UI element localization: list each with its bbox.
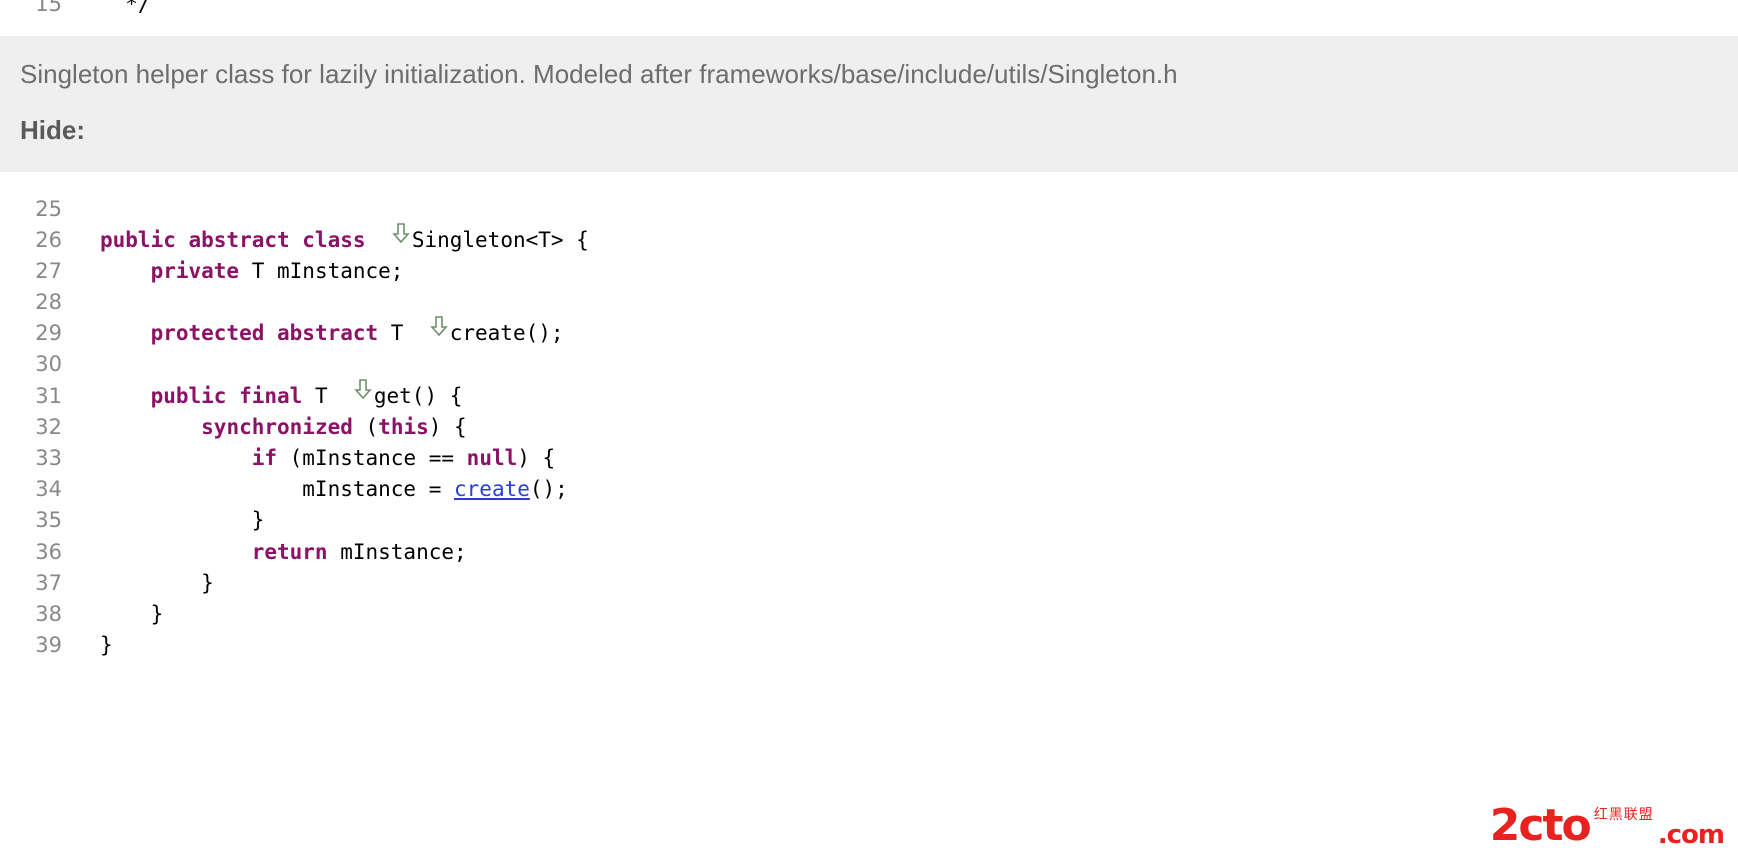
down-arrow-icon [391, 222, 411, 249]
javadoc-banner: Singleton helper class for lazily initia… [0, 36, 1738, 172]
line-number: 39 [35, 633, 62, 658]
watermark-tld: .com [1657, 820, 1725, 850]
line-number: 37 [35, 570, 62, 595]
code-text [100, 259, 151, 283]
code-line[interactable]: 30 [0, 349, 1738, 380]
line-number: 35 [35, 508, 62, 533]
code-line[interactable]: 38 } [0, 599, 1738, 630]
code-line[interactable]: 28 [0, 287, 1738, 318]
code-line[interactable]: 29 protected abstract T create(); [0, 316, 1738, 349]
code-text: create(); [449, 321, 564, 346]
line-content[interactable]: if (mInstance == null) { [100, 443, 1738, 474]
code-text: (mInstance == [277, 446, 467, 470]
code-link[interactable]: create [454, 477, 530, 502]
code-line[interactable]: 25 [0, 194, 1738, 225]
line-content[interactable]: } [100, 568, 1738, 599]
code-line[interactable]: 15 */ [0, 0, 1738, 20]
line-content[interactable]: public abstract class Singleton<T> { [100, 222, 1738, 256]
code-text: } [100, 570, 214, 595]
code-text: ) { [428, 414, 467, 439]
code-keyword: if [251, 446, 278, 470]
code-text [100, 446, 252, 470]
code-text: */ [100, 0, 151, 16]
line-content[interactable]: } [100, 505, 1738, 536]
watermark-2cto: 2cto 红黑联盟 .com [1489, 800, 1725, 851]
code-text: get() { [373, 383, 463, 408]
line-number: 15 [35, 0, 62, 16]
code-text: T [378, 321, 429, 346]
line-content[interactable]: protected abstract T create(); [100, 316, 1738, 349]
line-content[interactable]: mInstance = create(); [100, 474, 1738, 505]
line-number: 32 [35, 414, 62, 439]
code-line[interactable]: 32 synchronized (this) { [0, 412, 1738, 443]
javadoc-hide-label[interactable]: Hide: [20, 114, 85, 145]
code-block-bottom[interactable]: 25 26 public abstract class Singleton<T> {… [0, 194, 1738, 662]
line-content[interactable]: */ [100, 0, 1738, 20]
code-text [100, 415, 201, 439]
line-number: 36 [35, 539, 62, 564]
code-text: ( [352, 414, 379, 439]
code-keyword: public abstract class [100, 227, 366, 252]
line-number: 34 [35, 477, 62, 502]
code-text: } [100, 601, 164, 626]
code-keyword: null [466, 446, 518, 470]
code-text: (); [529, 477, 568, 502]
code-text: T mInstance; [239, 258, 404, 283]
line-number: 33 [35, 446, 62, 470]
line-number: 38 [35, 601, 62, 626]
code-text: Singleton<T> { [411, 227, 589, 252]
code-keyword: synchronized [201, 414, 353, 439]
line-number: 30 [35, 352, 62, 377]
code-text: mInstance = [100, 477, 455, 502]
code-line[interactable]: 36 return mInstance; [0, 537, 1738, 568]
code-block-top[interactable]: 15 */1617package android.util; [0, 0, 1738, 20]
code-line[interactable]: 37 } [0, 568, 1738, 599]
code-line[interactable]: 35 } [0, 505, 1738, 536]
code-text [100, 321, 151, 345]
line-content[interactable]: } [100, 599, 1738, 630]
down-arrow-icon [353, 378, 373, 405]
code-line[interactable]: 33 if (mInstance == null) { [0, 443, 1738, 474]
code-keyword: public final [150, 383, 303, 408]
line-number: 28 [35, 290, 62, 315]
line-number: 31 [35, 383, 62, 408]
watermark-wordmark: 2cto [1489, 800, 1592, 851]
line-content[interactable]: public final T get() { [100, 378, 1738, 412]
line-content[interactable]: private T mInstance; [100, 256, 1738, 287]
line-number: 25 [35, 196, 62, 221]
source-code-viewer: 15 */1617package android.util; Singleton… [0, 0, 1738, 662]
down-arrow-icon [429, 316, 449, 342]
code-section-top-clipped: 15 */1617package android.util; [0, 0, 1738, 20]
code-text: } [100, 508, 265, 533]
code-line[interactable]: 26 public abstract class Singleton<T> { [0, 222, 1738, 256]
code-line[interactable]: 27 private T mInstance; [0, 256, 1738, 287]
line-content[interactable]: } [100, 630, 1738, 661]
code-line[interactable]: 31 public final T get() { [0, 378, 1738, 412]
line-content[interactable]: synchronized (this) { [100, 412, 1738, 443]
code-line[interactable]: 34 mInstance = create(); [0, 474, 1738, 505]
line-number: 29 [35, 321, 62, 346]
code-text: mInstance; [327, 539, 467, 564]
line-number: 26 [35, 227, 62, 252]
code-text: } [100, 633, 113, 658]
code-line[interactable]: 39} [0, 630, 1738, 661]
code-keyword: protected abstract [150, 321, 379, 346]
code-text [100, 540, 252, 564]
code-text [100, 384, 151, 408]
code-text: T [302, 383, 353, 408]
code-keyword: this [378, 414, 429, 439]
line-content[interactable]: return mInstance; [100, 537, 1738, 568]
code-text [366, 228, 391, 252]
watermark-chinese-text: 红黑联盟 [1593, 807, 1654, 823]
javadoc-description: Singleton helper class for lazily initia… [20, 59, 1178, 89]
watermark-brand: 2cto [1489, 800, 1592, 851]
line-number: 27 [35, 258, 62, 283]
code-keyword: return [251, 539, 328, 564]
code-text: ) { [517, 446, 556, 470]
code-keyword: private [150, 258, 240, 283]
code-section-bottom: 25 26 public abstract class Singleton<T> {… [0, 172, 1738, 662]
